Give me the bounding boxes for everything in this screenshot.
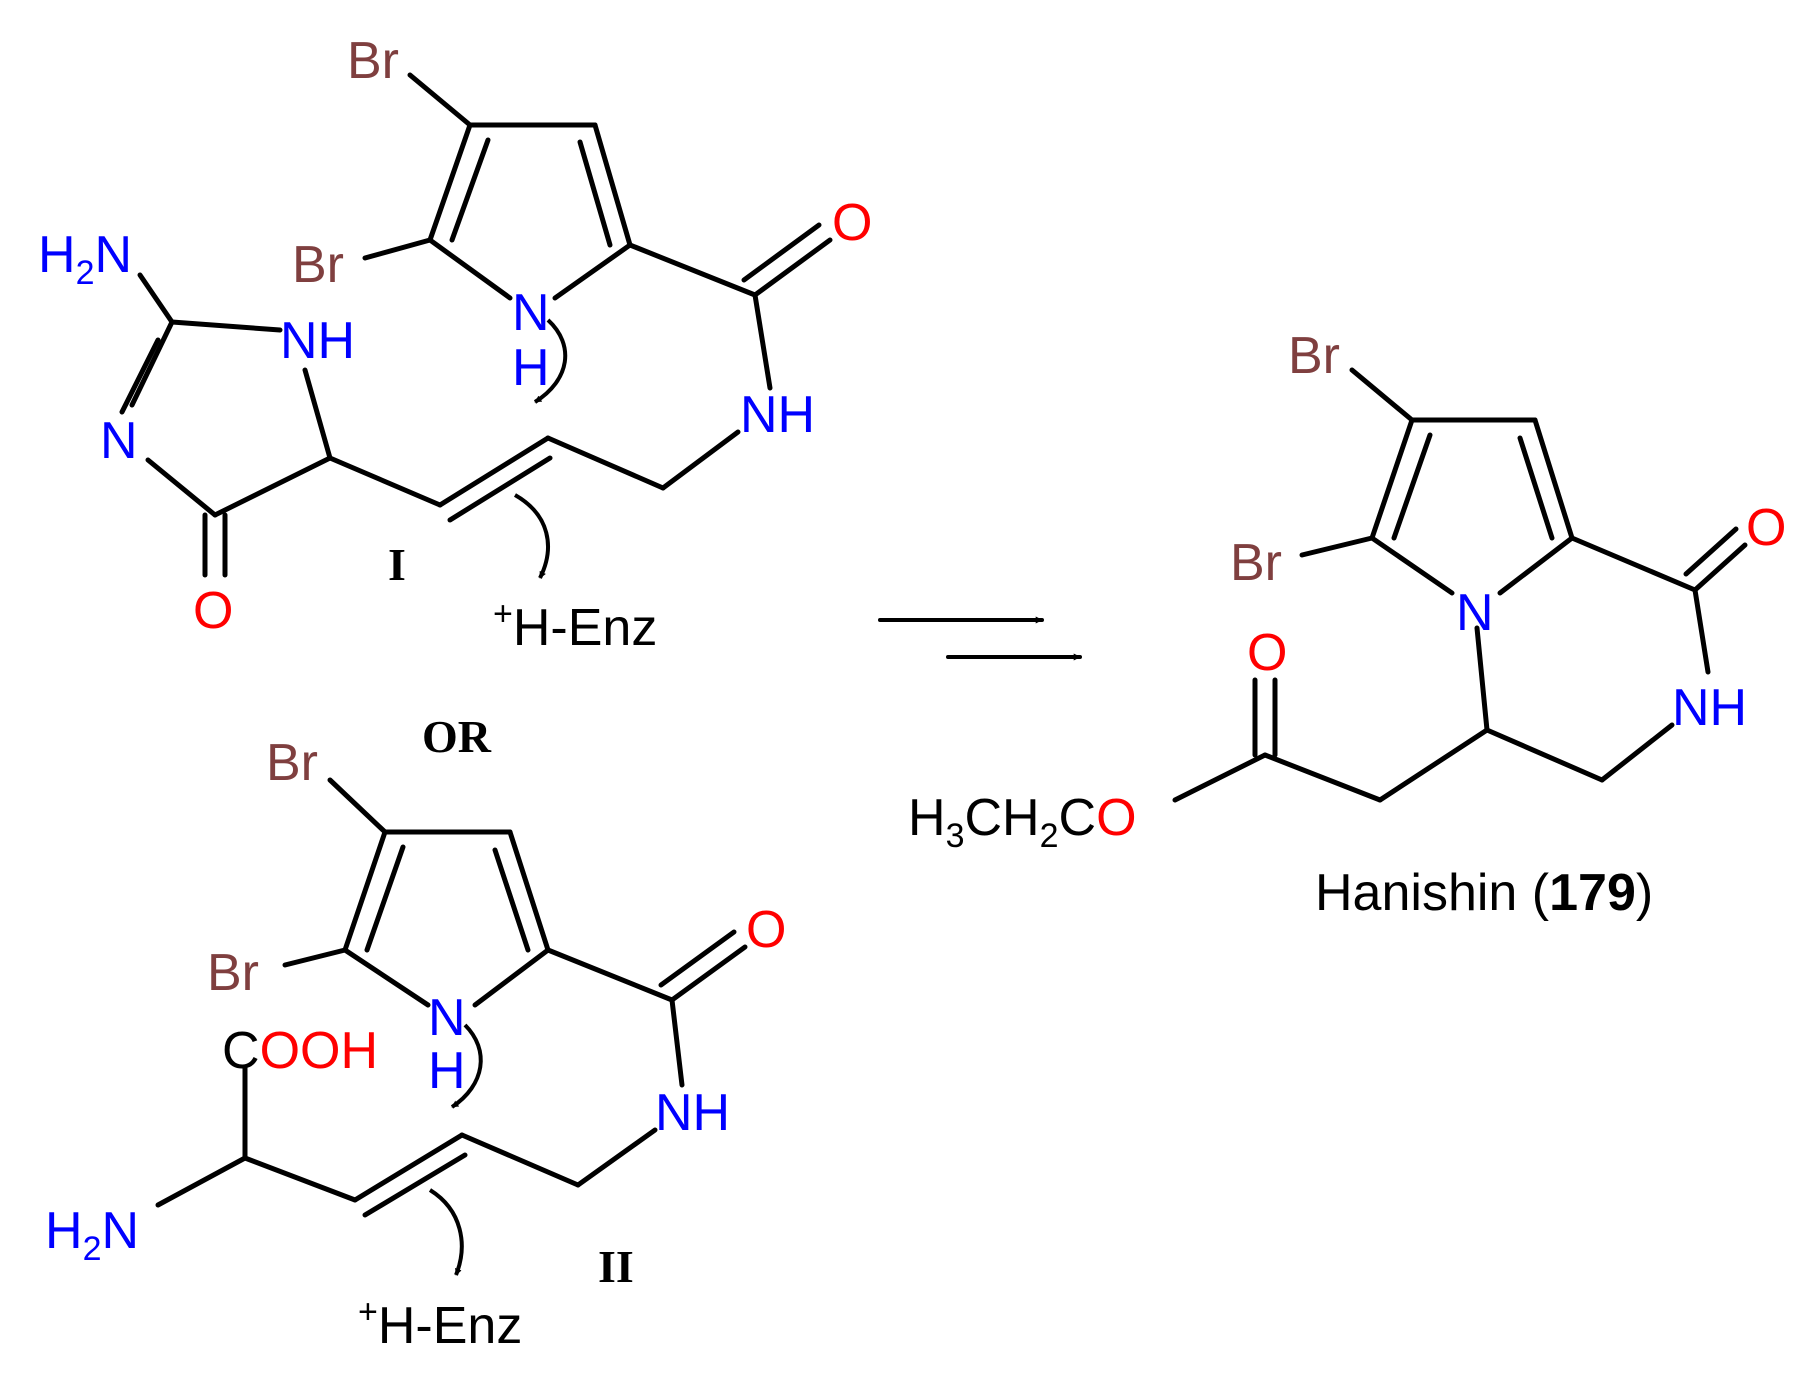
- bromine-label: Br: [292, 236, 344, 294]
- pyrrole-nitrogen-label: N: [1456, 584, 1494, 642]
- amide-nh-label: NH: [740, 386, 815, 444]
- multistep-reaction-arrows: [878, 616, 1082, 661]
- amide-nh-label: NH: [655, 1084, 730, 1142]
- intermediate-2-structure: Br Br N H O NH COOH H2N +H-Enz II: [45, 734, 786, 1355]
- ester-carbonyl-oxygen-label: O: [1247, 624, 1287, 682]
- lactam-nh-label: NH: [1672, 679, 1747, 737]
- lactam-oxygen-label: O: [1746, 499, 1786, 557]
- amino-group-label: H2N: [45, 1202, 139, 1268]
- hanishin-structure: Br Br N O NH O H3CH2CO Hanishin (179): [908, 327, 1786, 922]
- protonated-enzyme-label: +H-Enz: [493, 595, 657, 657]
- intermediate-2-atom-labels: Br Br N H O NH COOH H2N +H-Enz II: [45, 734, 786, 1355]
- intermediate-2-bonds: [155, 777, 748, 1218]
- intermediate-1-bonds: [119, 72, 833, 578]
- or-connector-label: OR: [422, 711, 492, 762]
- amino-group-label: H2N: [38, 226, 132, 292]
- pyrrole-hydrogen-label: H: [428, 1042, 466, 1100]
- ring-nh-label: NH: [280, 312, 355, 370]
- carbonyl-oxygen-label: O: [832, 194, 872, 252]
- protonated-enzyme-label: +H-Enz: [358, 1293, 522, 1355]
- bromine-label: Br: [266, 734, 318, 792]
- bromine-label: Br: [1230, 534, 1282, 592]
- product-name-caption: Hanishin (179): [1315, 864, 1653, 922]
- intermediate-2-electron-arrows: [428, 1023, 483, 1276]
- carbonyl-oxygen-label: O: [746, 901, 786, 959]
- intermediate-2-number: II: [598, 1241, 634, 1292]
- bromine-label: Br: [347, 32, 399, 90]
- pyrrole-nitrogen-label: N: [512, 284, 550, 342]
- hanishin-atom-labels: Br Br N O NH O H3CH2CO Hanishin (179): [908, 327, 1786, 922]
- intermediate-1-electron-arrows: [514, 318, 568, 579]
- ring-carbonyl-oxygen-label: O: [193, 582, 233, 640]
- hanishin-bonds: [1172, 367, 1748, 803]
- bromine-label: Br: [1288, 327, 1340, 385]
- carboxylic-acid-label: COOH: [222, 1022, 378, 1080]
- intermediate-1-atom-labels: Br Br N H O NH NH N O H2N +H-Enz I: [38, 32, 872, 657]
- pyrrole-hydrogen-label: H: [512, 339, 550, 397]
- intermediate-1-structure: Br Br N H O NH NH N O H2N +H-Enz I: [38, 32, 872, 657]
- bromine-label: Br: [207, 944, 259, 1002]
- intermediate-1-number: I: [388, 539, 406, 590]
- ring-nitrogen-label: N: [100, 412, 138, 470]
- pyrrole-nitrogen-label: N: [428, 989, 466, 1047]
- ethyl-ester-label: H3CH2CO: [908, 789, 1137, 855]
